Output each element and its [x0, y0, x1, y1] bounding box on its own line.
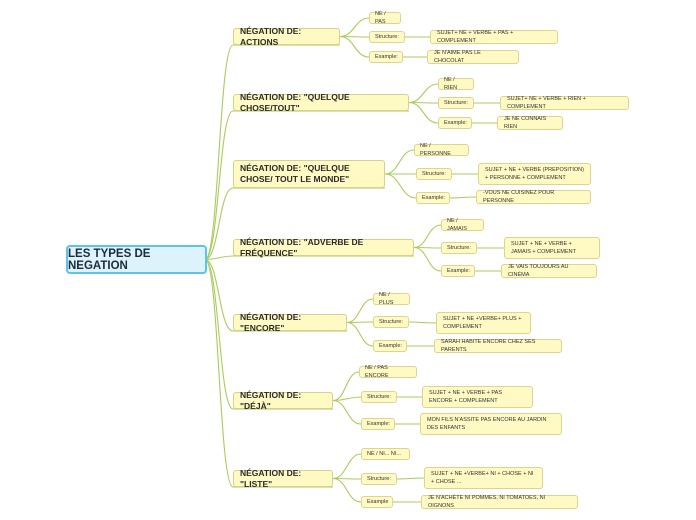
branch-1-example[interactable]: JE NE CONNAIS RIEN: [497, 116, 563, 130]
branch-2-structure[interactable]: SUJET + NE + VERBE (PREPOSITION) + PERSO…: [478, 163, 591, 185]
branch-1-example-label[interactable]: Example:: [438, 117, 472, 129]
branch-3-structure[interactable]: SUJET + NE + VERBE + JAMAIS + COMPLEMENT: [504, 237, 600, 259]
branch-3-example-label[interactable]: Example:: [441, 265, 475, 277]
branch-4-example-label[interactable]: Example:: [373, 340, 407, 352]
branch-4-form[interactable]: NE / PLUS: [373, 292, 410, 306]
branch-0-example-label[interactable]: Example:: [369, 51, 403, 63]
branch-4-title[interactable]: NÉGATION DE: "ENCORE": [233, 312, 347, 333]
connector-f-branch-0: [339, 17, 370, 38]
branch-0-structure-label[interactable]: Structure:: [369, 31, 405, 43]
connector-e-branch-2: [384, 173, 417, 199]
connector-ev-branch-2: [449, 196, 477, 199]
branch-6-example[interactable]: JE N'ACHÈTE NI POMMES, NI TOMATOES, NI O…: [421, 495, 578, 509]
branch-2-structure-label[interactable]: Structure:: [416, 168, 452, 180]
branch-4-example[interactable]: SARAH HABITE ENCORE CHEZ SES PARENTS: [434, 339, 562, 353]
connector-f-branch-2: [384, 149, 415, 175]
connector-s-branch-4: [346, 321, 374, 324]
branch-2-example-label[interactable]: Example:: [416, 192, 450, 204]
connector-f-branch-5: [332, 371, 360, 402]
branch-6-title[interactable]: NÉGATION DE: "LISTE": [233, 468, 333, 489]
connector-root-branch-1: [204, 110, 234, 261]
root-node[interactable]: LES TYPES DE NEGATION: [66, 245, 207, 274]
branch-6-example-label[interactable]: Example: [361, 496, 393, 508]
branch-5-structure-label[interactable]: Structure:: [361, 391, 397, 403]
connector-e-branch-5: [332, 399, 362, 425]
connector-e-branch-3: [413, 246, 442, 272]
branch-0-example[interactable]: JE N'AIME PAS LE CHOCOLAT: [427, 50, 519, 64]
branch-1-structure[interactable]: SUJET+ NE + VERBE + RIEN + COMPLEMENT: [500, 96, 629, 110]
branch-5-title[interactable]: NÉGATION DE: "DÉJÀ": [233, 390, 333, 411]
branch-6-structure[interactable]: SUJET + NE +VERBE+ NI + CHOSE + NI + CHO…: [424, 467, 543, 489]
branch-1-form[interactable]: NE / RIEN: [438, 77, 474, 91]
connector-sv-branch-6: [396, 477, 425, 480]
branch-5-example-label[interactable]: Example:: [361, 418, 395, 430]
connector-root-branch-4: [204, 258, 234, 332]
connector-e-branch-1: [408, 101, 439, 124]
branch-3-title[interactable]: NÉGATION DE: "ADVERBE DE FRÉQUENCE": [233, 237, 414, 258]
connector-root-branch-3: [204, 255, 234, 261]
branch-2-title[interactable]: NÉGATION DE: "QUELQUE CHOSE/ TOUT LE MON…: [233, 160, 385, 188]
branch-6-structure-label[interactable]: Structure:: [361, 473, 397, 485]
branch-5-form[interactable]: NE / PAS ENCORE: [359, 365, 417, 379]
branch-2-example[interactable]: -VOUS NE CUISINEZ POUR PERSONNE: [476, 190, 591, 204]
branch-4-structure[interactable]: SUJET + NE +VERBE+ PLUS + COMPLEMENT: [436, 312, 531, 334]
connector-e-branch-4: [346, 321, 374, 347]
branch-0-title[interactable]: NÉGATION DE: ACTIONS: [233, 26, 340, 47]
branch-3-example[interactable]: JE VAIS TOUJOURS AU CINÉMA: [501, 264, 597, 278]
branch-5-structure[interactable]: SUJET + NE + VERBE + PAS ENCORE + COMPLE…: [422, 386, 533, 408]
branch-4-structure-label[interactable]: Structure:: [373, 316, 409, 328]
branch-1-title[interactable]: NÉGATION DE: "QUELQUE CHOSE/TOUT": [233, 92, 409, 113]
branch-0-structure[interactable]: SUJET+ NE + VERBE + PAS + COMPLEMENT: [430, 30, 558, 44]
branch-3-structure-label[interactable]: Structure:: [441, 242, 477, 254]
connector-sv-branch-4: [408, 321, 437, 324]
connector-f-branch-6: [332, 453, 362, 480]
branch-0-form[interactable]: NE / PAS: [369, 11, 401, 25]
connector-root-branch-2: [204, 187, 234, 261]
connector-f-branch-1: [408, 83, 439, 104]
connector-root-branch-6: [204, 258, 234, 488]
branch-5-example[interactable]: MON FILS N'ASSITE PAS ENCORE AU JARDIN D…: [420, 413, 562, 435]
branch-3-form[interactable]: NE / JAMAIS: [441, 218, 484, 232]
branch-1-structure-label[interactable]: Structure:: [438, 97, 474, 109]
connector-e-branch-0: [339, 35, 370, 58]
connector-f-branch-3: [413, 224, 442, 249]
connector-f-branch-4: [346, 298, 374, 324]
connector-root-branch-5: [204, 258, 234, 410]
connector-root-branch-0: [204, 44, 234, 261]
branch-2-form[interactable]: NE / PERSONNE: [414, 143, 469, 157]
connector-e-branch-6: [332, 477, 362, 503]
branch-6-form[interactable]: NE / NI... NI...: [361, 448, 410, 460]
